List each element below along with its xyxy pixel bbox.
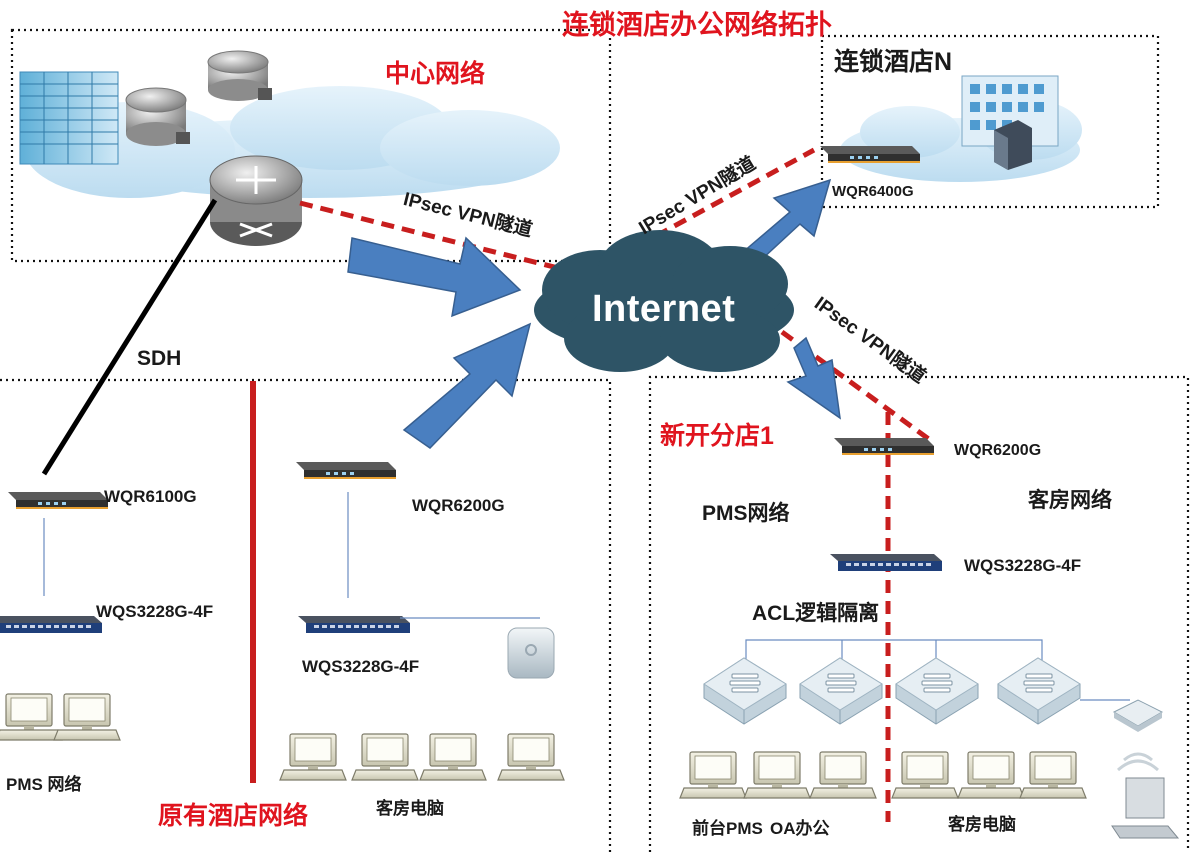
oa-pc-icon bbox=[809, 751, 877, 799]
front-desk-pms-label: 前台PMS bbox=[692, 819, 763, 838]
internet-cloud-icon bbox=[534, 230, 794, 372]
wqr6200g-original-label: WQR6200G bbox=[412, 496, 505, 515]
guest-pc-icon bbox=[891, 751, 959, 799]
branch-wqs-switch-icon bbox=[830, 554, 942, 571]
wqr6400g-label: WQR6400G bbox=[832, 183, 914, 200]
pms-pc-icon bbox=[53, 693, 121, 741]
chain-n-label: 连锁酒店N bbox=[834, 48, 953, 76]
front-desk-pc-icon bbox=[743, 751, 811, 799]
guest-pc-icon bbox=[957, 751, 1025, 799]
access-switch-icon bbox=[703, 657, 787, 725]
wqr6200g-branch-label: WQR6200G bbox=[954, 442, 1042, 459]
guest-network-label: 客房网络 bbox=[1028, 489, 1112, 512]
wqs-switch-icon bbox=[0, 616, 102, 633]
wqr6400g-router-icon bbox=[820, 146, 920, 163]
core-router-icon bbox=[209, 155, 303, 246]
wqs-original-right-label: WQS3228G-4F bbox=[302, 657, 420, 676]
server-disk-icon bbox=[125, 87, 190, 146]
vpn-tunnel-chain-n bbox=[654, 147, 816, 239]
guest-pc-original-label: 客房电脑 bbox=[376, 799, 444, 818]
center-network-label: 中心网络 bbox=[385, 60, 486, 88]
arrow-center-to-internet bbox=[347, 236, 522, 318]
arrow-internet-to-branch bbox=[786, 336, 841, 420]
chain-n-server-icon bbox=[994, 120, 1032, 170]
wqs-branch-label: WQS3228G-4F bbox=[964, 556, 1082, 575]
new-branch-label: 新开分店1 bbox=[660, 422, 774, 450]
laptop-icon bbox=[1111, 777, 1180, 839]
original-zone-border bbox=[0, 378, 612, 852]
wireless-ap-icon bbox=[507, 627, 555, 679]
diagram-title: 连锁酒店办公网络拓扑 bbox=[562, 10, 832, 40]
front-desk-pc-icon bbox=[679, 751, 747, 799]
center-zone-border bbox=[10, 28, 612, 263]
internet-label: Internet bbox=[592, 288, 736, 330]
access-switch-icon bbox=[799, 657, 883, 725]
wqr6200g-router-icon bbox=[296, 462, 396, 479]
wqr6100g-router-icon bbox=[8, 492, 108, 509]
guest-pc-branch-label: 客房电脑 bbox=[948, 815, 1016, 834]
original-network-label: 原有酒店网络 bbox=[158, 802, 309, 830]
sdh-link bbox=[41, 198, 218, 476]
acl-isolation-label: ACL逻辑隔离 bbox=[752, 602, 880, 625]
guest-pc-icon bbox=[419, 733, 487, 781]
wqs-switch-icon bbox=[298, 616, 410, 633]
sdh-label: SDH bbox=[137, 347, 182, 370]
access-switch-icon bbox=[895, 657, 979, 725]
wqs-original-left-label: WQS3228G-4F bbox=[96, 602, 214, 621]
branch-zone-border bbox=[648, 375, 1190, 852]
arrow-original-to-internet bbox=[402, 322, 532, 449]
guest-pc-icon bbox=[1019, 751, 1087, 799]
wqr6100g-label: WQR6100G bbox=[104, 487, 197, 506]
oa-office-label: OA办公 bbox=[770, 819, 830, 838]
branch-wqr6200g-router-icon bbox=[834, 438, 934, 455]
pms-pc-icon bbox=[0, 693, 63, 741]
guest-pc-icon bbox=[279, 733, 347, 781]
guest-pc-icon bbox=[497, 733, 565, 781]
pms-network-branch-label: PMS网络 bbox=[702, 502, 790, 525]
zone-borders bbox=[0, 28, 1190, 852]
access-switch-icon bbox=[997, 657, 1081, 725]
pms-network-original-label: PMS 网络 bbox=[6, 775, 82, 794]
vpn-tunnel-center bbox=[299, 200, 583, 277]
hq-building-icon bbox=[19, 71, 119, 165]
chain-n-zone-border bbox=[820, 34, 1160, 209]
server-disk-icon bbox=[207, 50, 272, 101]
branch-wireless-ap-icon bbox=[1112, 699, 1164, 772]
guest-pc-icon bbox=[351, 733, 419, 781]
